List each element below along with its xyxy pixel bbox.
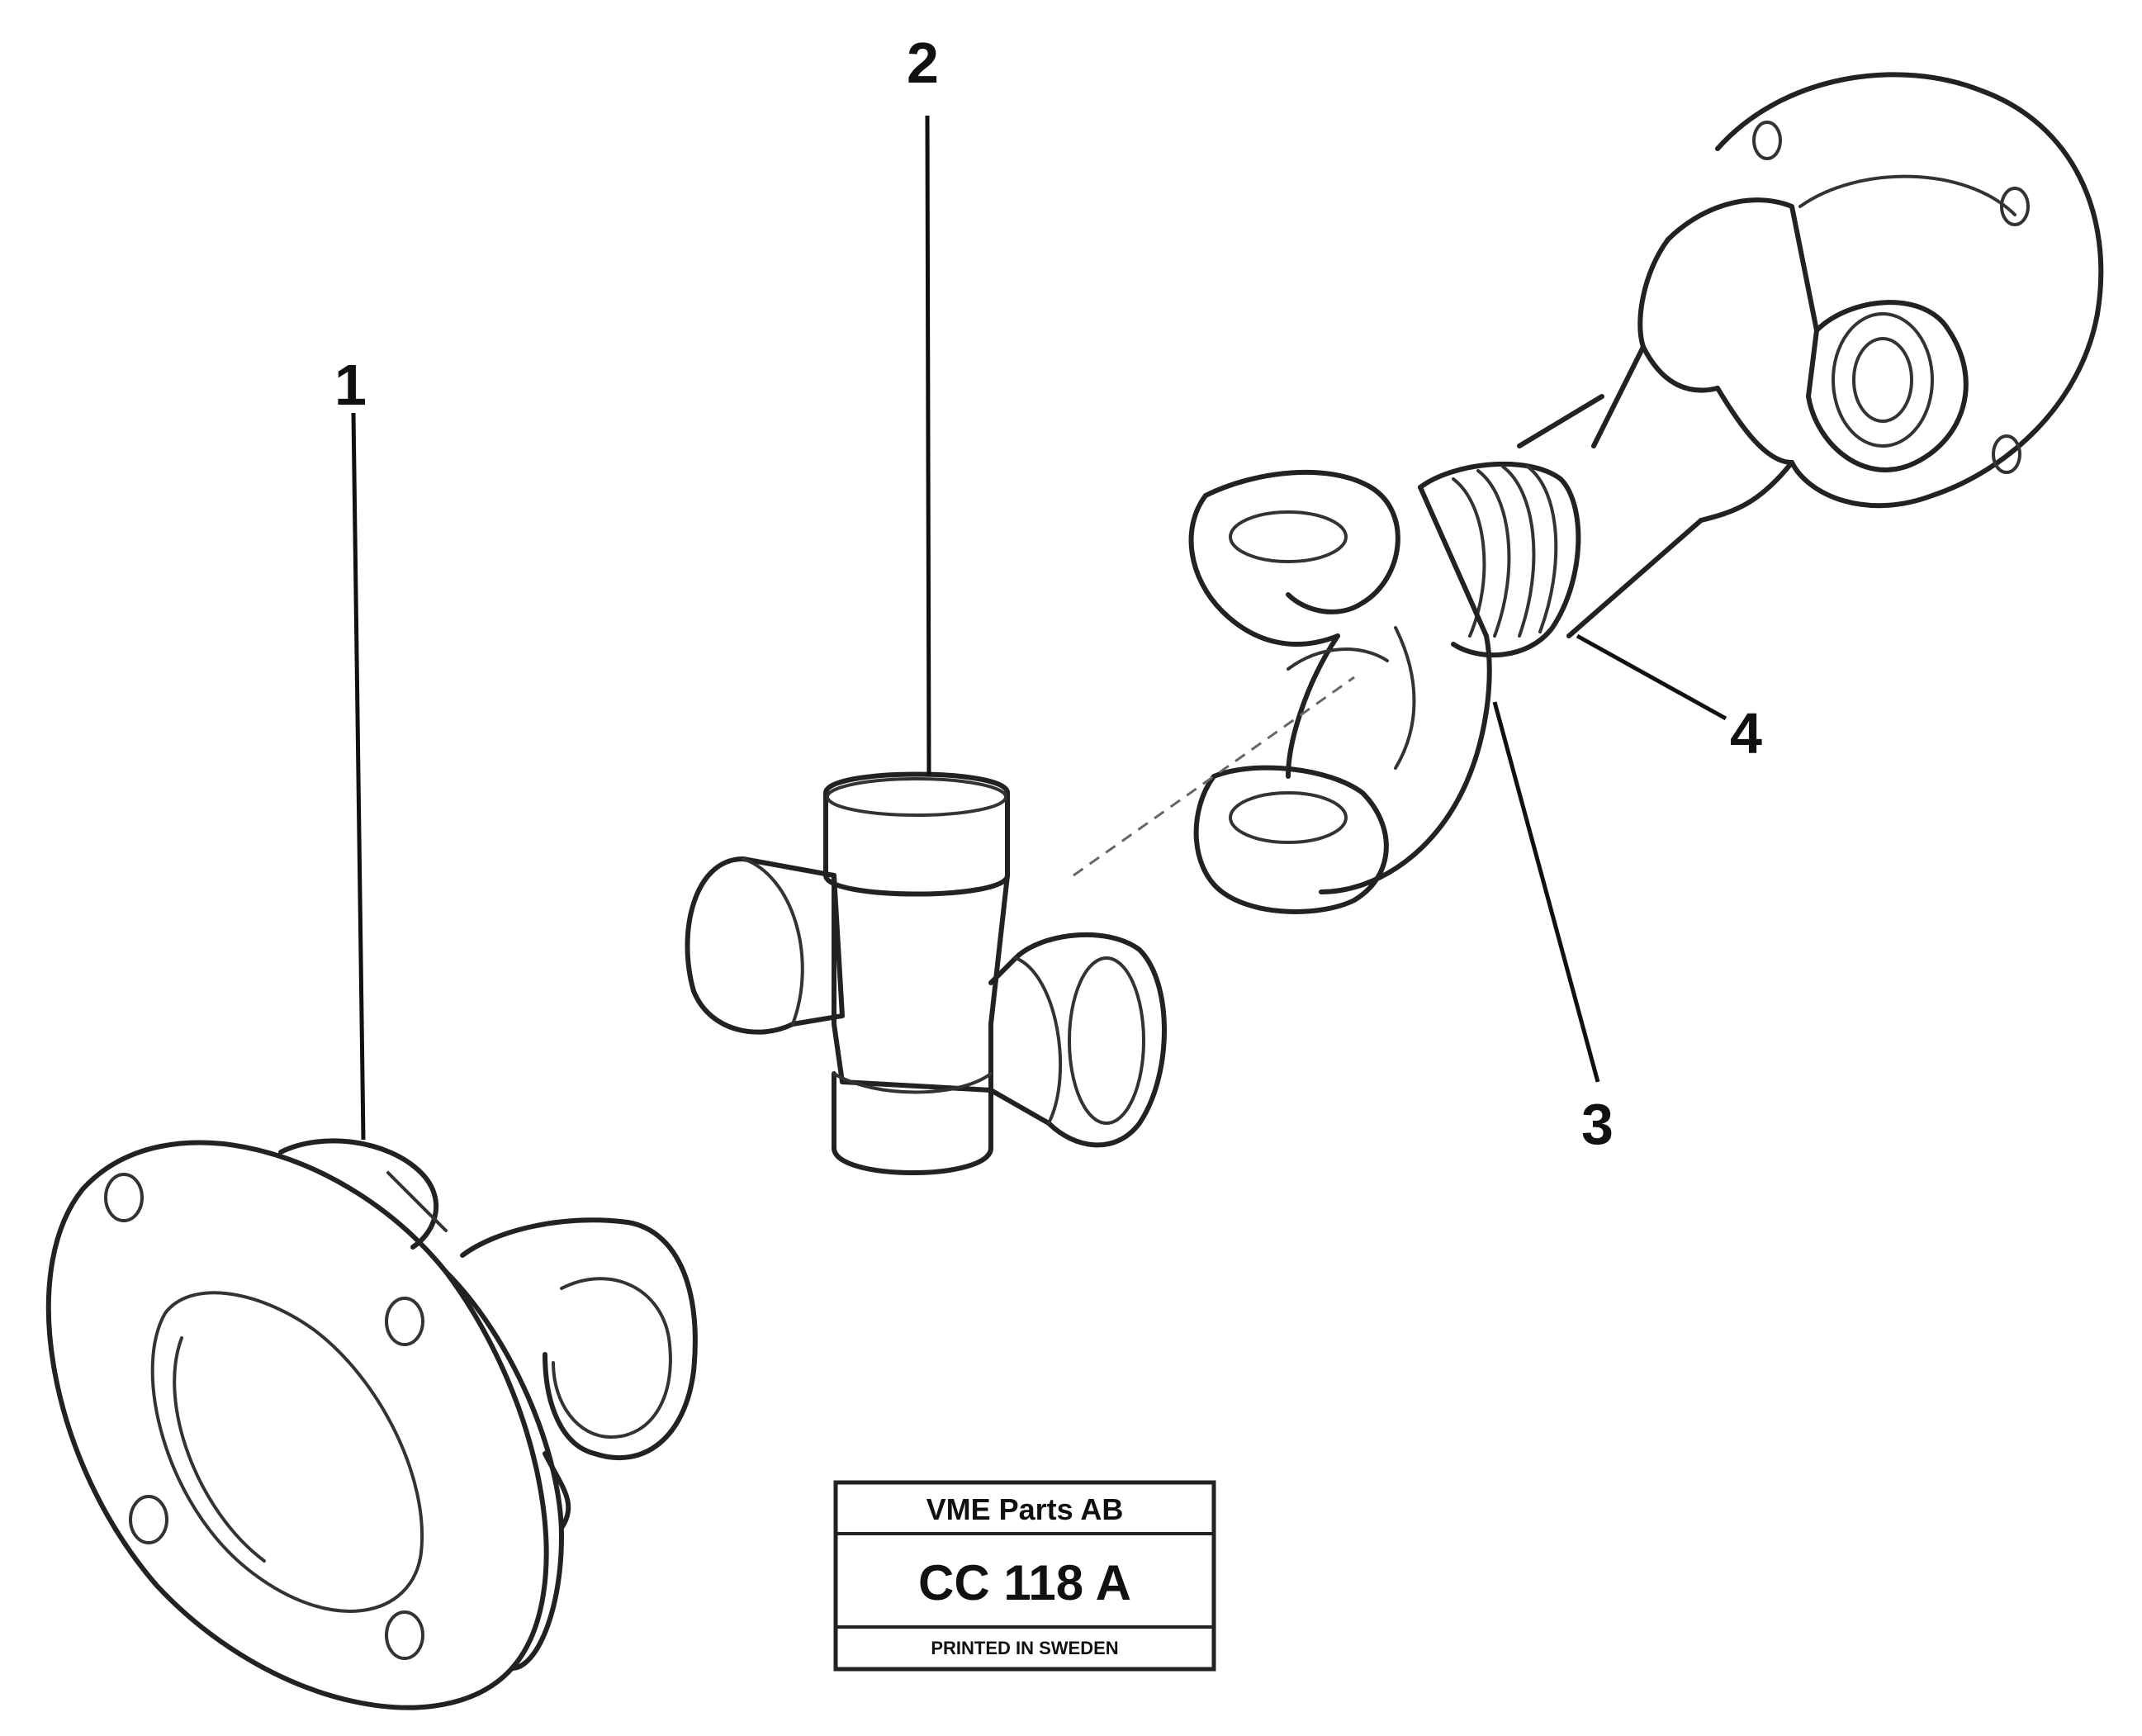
propeller-shaft-assembly	[1188, 72, 2104, 914]
callout-1: 1	[334, 353, 367, 417]
stamp-code: CC 118 A	[918, 1555, 1131, 1610]
leader-lines	[351, 115, 1727, 1141]
assembly-axis-line	[1073, 676, 1355, 877]
callout-4: 4	[1730, 701, 1762, 766]
stamp-printed: PRINTED IN SWEDEN	[931, 1638, 1118, 1658]
universal-joint-cross-part-2	[685, 771, 1167, 1175]
flange-yoke-part-1	[45, 1138, 698, 1710]
title-stamp: VME Parts AB CC 118 A PRINTED IN SWEDEN	[833, 1480, 1216, 1672]
stamp-company: VME Parts AB	[926, 1492, 1124, 1526]
callout-2: 2	[907, 31, 939, 95]
callout-3: 3	[1581, 1092, 1614, 1156]
